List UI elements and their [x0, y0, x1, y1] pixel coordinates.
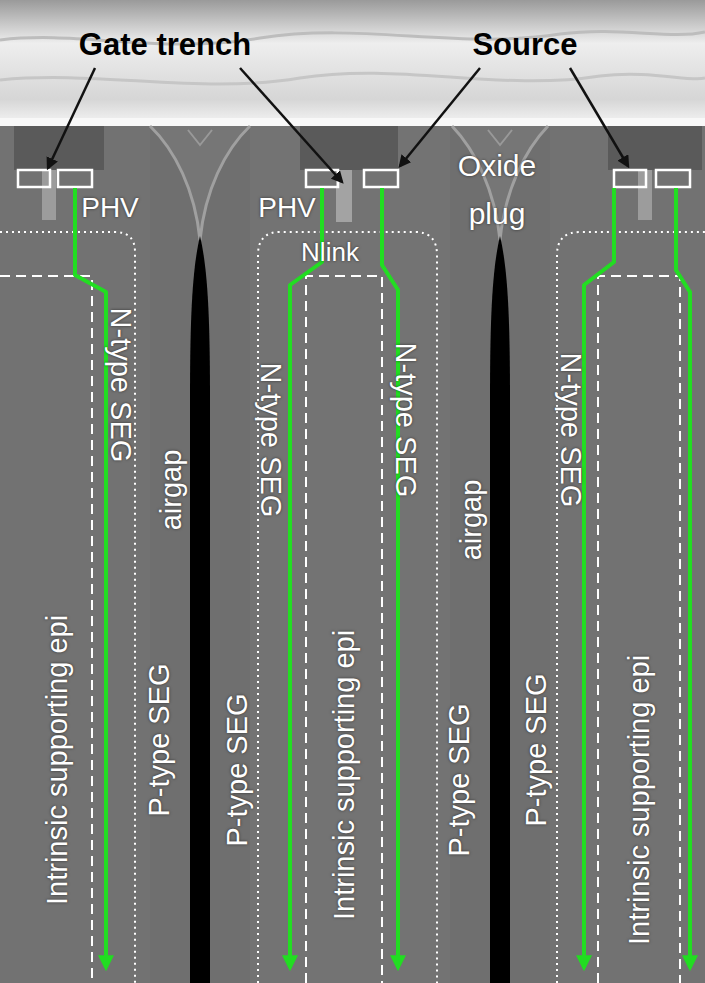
layer-label: N-type SEG	[254, 363, 286, 518]
region-label: Oxide plug	[432, 142, 562, 238]
current-path	[75, 188, 690, 968]
layer-label: P-type SEG	[521, 673, 553, 826]
column	[550, 125, 705, 983]
intrinsic-region	[598, 276, 680, 983]
junction-outline	[557, 232, 705, 983]
source-contacts	[18, 170, 690, 187]
junction-outline	[0, 232, 135, 983]
leader-arrow	[48, 68, 628, 182]
layer-label: P-type SEG	[444, 703, 476, 856]
layer-label: N-type SEG	[389, 343, 421, 498]
region-label: PHV	[81, 193, 139, 224]
airgap	[190, 236, 210, 983]
oxide-plug	[150, 126, 250, 240]
contact-block	[14, 126, 104, 170]
layer-label: P-type SEG	[144, 663, 176, 816]
contact-block	[300, 126, 398, 170]
junction-outline	[258, 232, 437, 983]
intrinsic-region	[306, 276, 382, 983]
oxide-seam	[188, 130, 212, 145]
region-label: Nlink	[301, 238, 359, 267]
layer-label: Intrinsic supporting epi	[624, 655, 656, 945]
column	[250, 125, 450, 983]
region-label: PHV	[258, 193, 316, 224]
intrinsic-region	[0, 276, 92, 983]
column	[0, 125, 150, 983]
layer-label: Intrinsic supporting epi	[329, 630, 361, 920]
callout-label: Source	[472, 28, 577, 62]
callout-label: Gate trench	[79, 28, 251, 62]
layer-label: N-type SEG	[104, 308, 136, 463]
airgap	[490, 236, 510, 983]
metal-texture	[0, 73, 705, 84]
contact-block	[608, 126, 702, 170]
layer-label: Intrinsic supporting epi	[42, 615, 74, 905]
airgap-label: airgap	[456, 480, 488, 561]
layer-label: P-type SEG	[222, 693, 254, 846]
airgap-label: airgap	[156, 450, 188, 531]
oxide-seam	[488, 130, 512, 145]
metal-layer	[0, 0, 705, 124]
layer-label: N-type SEG	[554, 353, 586, 508]
